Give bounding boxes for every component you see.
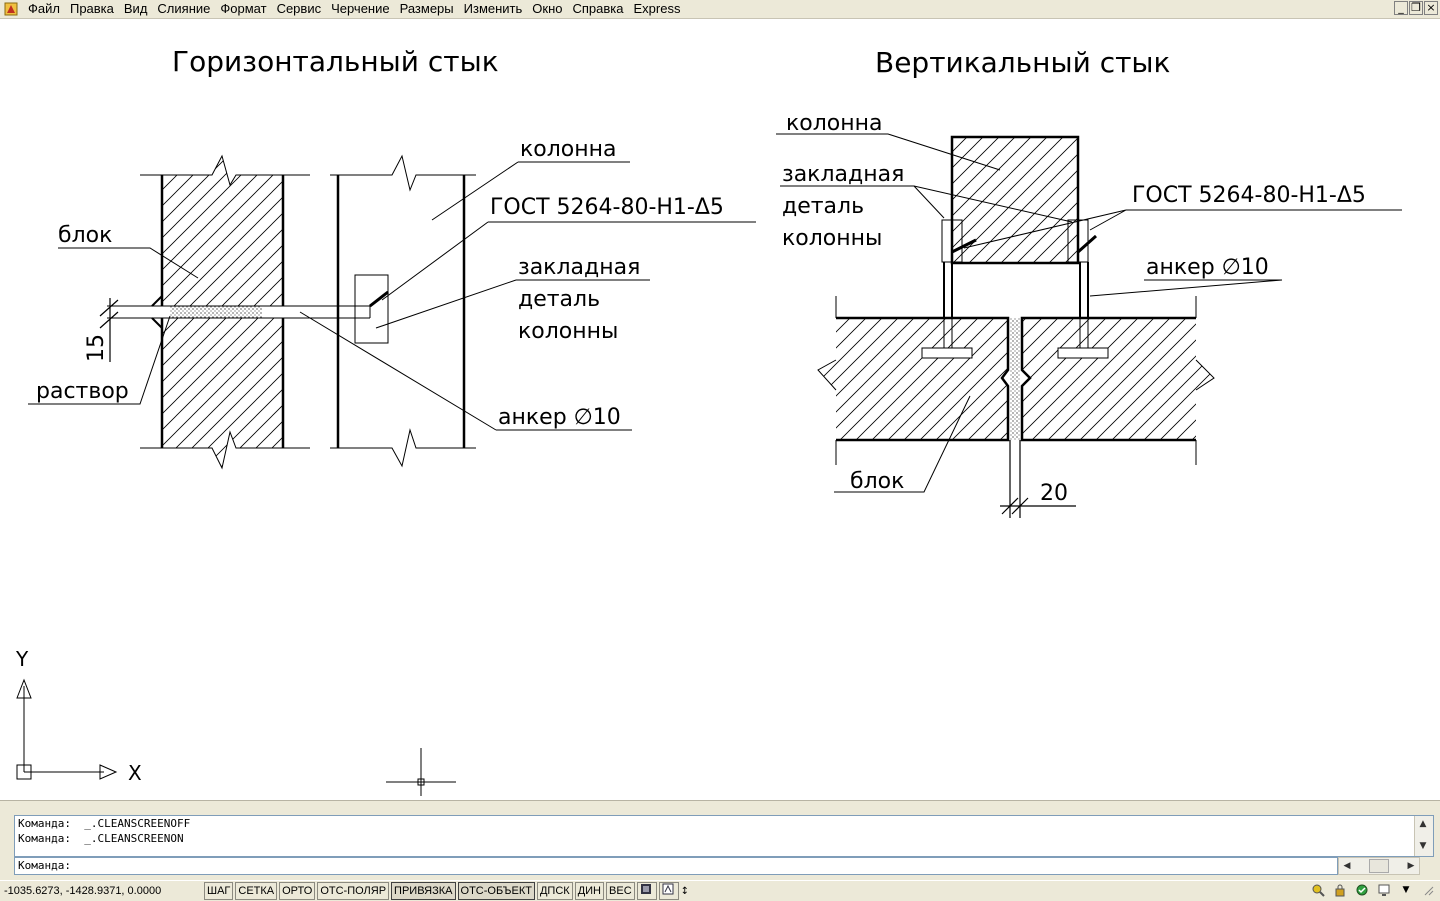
command-input[interactable]: Команда: (14, 857, 1338, 875)
left-label-gost: ГОСТ 5264-80-Н1-Δ5 (490, 195, 724, 220)
left-upper-block (140, 154, 310, 306)
command-h-scrollbar[interactable]: ◀ ▶ (1338, 857, 1420, 875)
command-history-line: Команда: _.CLEANSCREENON (18, 832, 184, 845)
menu-format[interactable]: Формат (220, 1, 267, 16)
tray-menu-chevron-down-icon[interactable]: ▼ (1402, 885, 1410, 895)
lock-icon[interactable] (1332, 882, 1348, 898)
xref-notification-icon[interactable] (1354, 882, 1370, 898)
right-slab-left (817, 296, 1010, 465)
right-label-embedded-1: закладная (782, 162, 904, 187)
left-title: Горизонтальный стык (172, 45, 499, 78)
left-label-mortar: раствор (36, 379, 129, 404)
menu-help[interactable]: Справка (572, 1, 624, 16)
toggle-ducs[interactable]: ДПСК (536, 882, 573, 900)
scroll-thumb[interactable] (1369, 859, 1389, 873)
scroll-up-icon[interactable]: ▲ (1419, 819, 1427, 829)
toggle-lineweight[interactable]: ВЕС (606, 882, 635, 900)
right-label-gost: ГОСТ 5264-80-Н1-Δ5 (1132, 183, 1366, 208)
scroll-down-icon[interactable]: ▼ (1419, 841, 1427, 851)
scroll-right-icon[interactable]: ▶ (1407, 861, 1415, 871)
statusbar-menu-icon[interactable]: ↕ (680, 885, 690, 897)
command-history[interactable]: Команда: _.CLEANSCREENOFF Команда: _.CLE… (14, 815, 1434, 857)
menu-draw[interactable]: Черчение (331, 1, 390, 16)
communication-icon[interactable] (1310, 882, 1326, 898)
right-slab-right (1020, 296, 1215, 465)
status-bar: -1035.6273, -1428.9371, 0.0000 ШАГ СЕТКА… (0, 880, 1440, 901)
right-column (941, 135, 1097, 318)
toggle-grid[interactable]: СЕТКА (235, 882, 278, 900)
restore-button[interactable]: ❐ (1409, 1, 1423, 15)
menu-merge[interactable]: Слияние (157, 1, 211, 16)
ucs-icon: Y X (15, 647, 142, 785)
drawing-canvas[interactable]: Горизонтальный стык 15 блок раствор коло… (0, 19, 1440, 800)
menu-window[interactable]: Окно (532, 1, 563, 16)
menu-edit[interactable]: Правка (69, 1, 114, 16)
menu-view[interactable]: Вид (123, 1, 148, 16)
scroll-left-icon[interactable]: ◀ (1343, 861, 1351, 871)
left-label-anchor: анкер ∅10 (498, 405, 621, 430)
left-label-embedded-3: колонны (518, 319, 618, 344)
command-history-line: Команда: _.CLEANSCREENOFF (18, 817, 191, 830)
resize-grip-icon[interactable] (1420, 882, 1436, 898)
ucs-x-label: X (128, 761, 142, 785)
menu-bar: Файл Правка Вид Слияние Формат Сервис Че… (0, 0, 1440, 19)
right-label-block: блок (850, 469, 904, 494)
minimize-button[interactable]: _ (1394, 1, 1408, 15)
toggle-snap[interactable]: ШАГ (204, 882, 234, 900)
command-window: Команда: _.CLEANSCREENOFF Команда: _.CLE… (0, 800, 1440, 881)
ucs-y-label: Y (15, 647, 29, 671)
coordinate-readout: -1035.6273, -1428.9371, 0.0000 (4, 885, 162, 897)
menu-dimension[interactable]: Размеры (399, 1, 454, 16)
left-label-embedded-1: закладная (518, 255, 640, 280)
right-mortar (1010, 318, 1020, 440)
toggle-osnap[interactable]: ПРИВЯЗКА (391, 882, 456, 900)
menu-file[interactable]: Файл (28, 1, 60, 16)
layout-space-icon[interactable] (658, 882, 679, 900)
left-column (330, 154, 476, 468)
close-button[interactable]: × (1424, 1, 1438, 15)
screen-icon[interactable] (1376, 882, 1392, 898)
app-icon[interactable] (3, 1, 19, 17)
right-label-embedded-3: колонны (782, 226, 882, 251)
history-scrollbar[interactable]: ▲ ▼ (1414, 816, 1433, 856)
menu-express[interactable]: Express (633, 1, 681, 16)
left-dim-15: 15 (84, 334, 109, 362)
toggle-dyn[interactable]: ДИН (574, 882, 605, 900)
left-label-column: колонна (520, 137, 617, 162)
crosshair-cursor (386, 748, 456, 796)
left-mortar (170, 306, 262, 318)
left-lower-block (140, 318, 310, 470)
left-label-block: блок (58, 223, 112, 248)
right-dim-20: 20 (1040, 481, 1068, 506)
toggle-otrack[interactable]: ОТС-ОБЪЕКТ (457, 882, 535, 900)
left-label-embedded-2: деталь (518, 287, 600, 312)
toggle-polar[interactable]: ОТС-ПОЛЯР (317, 882, 390, 900)
window-controls: _ ❐ × (1394, 1, 1438, 15)
right-label-embedded-2: деталь (782, 194, 864, 219)
model-space-icon[interactable] (636, 882, 657, 900)
right-title: Вертикальный стык (875, 46, 1170, 79)
toggle-ortho[interactable]: ОРТО (279, 882, 316, 900)
drawing-svg: Горизонтальный стык 15 блок раствор коло… (15, 45, 1402, 796)
menu-tools[interactable]: Сервис (276, 1, 322, 16)
menu-modify[interactable]: Изменить (463, 1, 523, 16)
command-prompt: Команда: (18, 859, 71, 872)
right-label-anchor: анкер ∅10 (1146, 255, 1269, 280)
status-tray: ▼ (1310, 882, 1436, 898)
right-label-column: колонна (786, 111, 883, 136)
